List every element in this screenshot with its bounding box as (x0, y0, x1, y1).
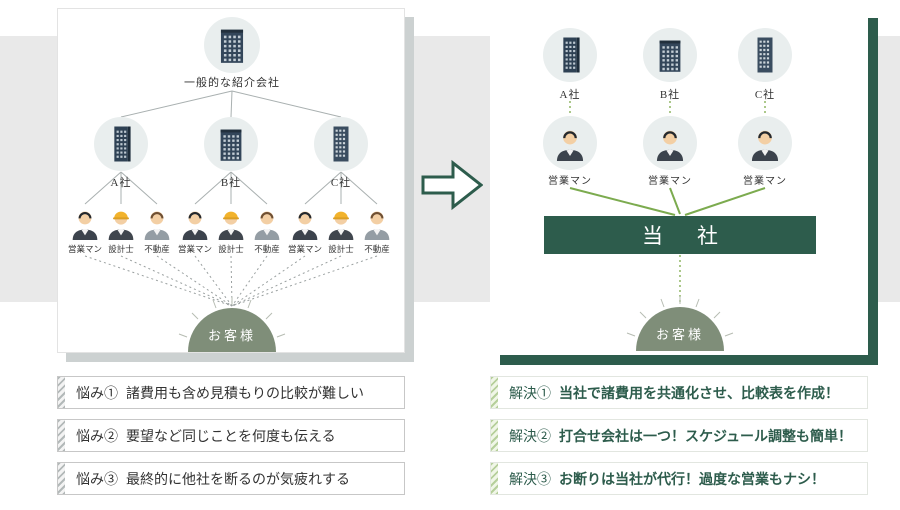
building-icon (654, 35, 686, 75)
problems-list: 悩み① 諸費用も含め見積もりの比較が難しい 悩み② 要望など同じことを何度も伝え… (57, 376, 405, 505)
company-c-node (314, 117, 368, 171)
problem-text: 諸費用も含め見積もりの比較が難しい (126, 386, 364, 402)
stripe-decoration (491, 377, 498, 408)
role-label: 営業マン (287, 244, 322, 254)
problem-row-2: 悩み② 要望など同じことを何度も伝える (57, 419, 405, 452)
stripe-decoration (491, 420, 498, 451)
solution-text: 当社で諸費用を共通化させ、比較表を作成！ (559, 384, 839, 401)
role-label: 営業マン (177, 244, 212, 254)
solution-badge: 解決① (509, 386, 551, 402)
role-label: 不動産 (364, 244, 390, 254)
our-company-label: 当社 (642, 224, 752, 248)
problem-text: 最終的に他社を断るのが気疲れする (126, 472, 350, 488)
salesman-icon (178, 205, 212, 241)
company-b-label: B社 (659, 89, 681, 101)
salesman-icon (747, 125, 783, 161)
building-icon (555, 35, 585, 75)
problem-badge: 悩み② (76, 429, 118, 445)
stripe-decoration (58, 377, 65, 408)
solution-badge: 解決② (509, 429, 551, 445)
problem-badge: 悩み③ (76, 472, 118, 488)
company-c-label: C社 (330, 177, 352, 189)
agent-label: 営業マン (743, 176, 787, 187)
role-label: 不動産 (144, 244, 170, 254)
stripe-decoration (58, 463, 65, 494)
solution-badge: 解決③ (509, 472, 551, 488)
referral-company-label: 一般的な紹介会社 (184, 77, 280, 89)
salesman-icon (288, 205, 322, 241)
architect-icon (104, 205, 138, 241)
realtor-icon (360, 205, 394, 241)
solution-row-2: 解決② 打合せ会社は一つ！スケジュール調整も簡単！ (490, 419, 868, 452)
solution-text: お断りは当社が代行！過度な営業もナシ！ (559, 470, 825, 487)
company-a-node (543, 28, 597, 82)
problem-row-1: 悩み① 諸費用も含め見積もりの比較が難しい (57, 376, 405, 409)
our-company-bar: 当社 (544, 216, 816, 254)
problem-text: 要望など同じことを何度も伝える (126, 429, 336, 445)
solution-text: 打合せ会社は一つ！スケジュール調整も簡単！ (559, 427, 853, 444)
salesman-icon (68, 205, 102, 241)
role-label: 設計士 (218, 244, 244, 254)
building-icon (215, 24, 249, 66)
company-c-label: C社 (754, 89, 776, 101)
building-icon (750, 35, 780, 75)
solution-row-3: 解決③ お断りは当社が代行！過度な営業もナシ！ (490, 462, 868, 495)
salesman-icon (552, 125, 588, 161)
before-panel: 一般的な紹介会社 A社 B社 C社 営業マン 設計士 不動産 営業マン 設計士 … (57, 8, 405, 353)
company-c-node (738, 28, 792, 82)
role-label: 営業マン (67, 244, 102, 254)
company-a-label: A社 (559, 89, 581, 101)
agent-label: 営業マン (548, 176, 592, 187)
transition-arrow-icon (421, 159, 483, 211)
salesman-icon (652, 125, 688, 161)
before-connection-lines (84, 90, 378, 338)
customer-label: お客様 (655, 327, 704, 342)
problem-row-3: 悩み③ 最終的に他社を断るのが気疲れする (57, 462, 405, 495)
role-label: 設計士 (328, 244, 354, 254)
after-panel: A社 B社 C社 営業マン 営業マン 営業マン 当社 お客様 (490, 8, 868, 355)
referral-company-node (204, 17, 260, 73)
architect-icon (214, 205, 248, 241)
problem-badge: 悩み① (76, 386, 118, 402)
architect-icon (324, 205, 358, 241)
customer-label: お客様 (207, 328, 256, 343)
agent-b-node (643, 116, 697, 170)
role-label: 設計士 (108, 244, 134, 254)
realtor-icon (250, 205, 284, 241)
realtor-icon (140, 205, 174, 241)
stripe-decoration (58, 420, 65, 451)
agent-a-node (543, 116, 597, 170)
solution-row-1: 解決① 当社で諸費用を共通化させ、比較表を作成！ (490, 376, 868, 409)
company-b-node (643, 28, 697, 82)
building-icon (106, 124, 136, 164)
agent-label: 営業マン (648, 176, 692, 187)
agent-c-node (738, 116, 792, 170)
stripe-decoration (491, 463, 498, 494)
after-connection-lines (569, 101, 766, 337)
company-a-node (94, 117, 148, 171)
company-a-label: A社 (110, 177, 132, 189)
company-b-label: B社 (220, 177, 242, 189)
role-label: 不動産 (254, 244, 280, 254)
company-b-node (204, 117, 258, 171)
building-icon (326, 124, 356, 164)
solutions-list: 解決① 当社で諸費用を共通化させ、比較表を作成！ 解決② 打合せ会社は一つ！スケ… (490, 376, 868, 505)
building-icon (215, 124, 247, 164)
